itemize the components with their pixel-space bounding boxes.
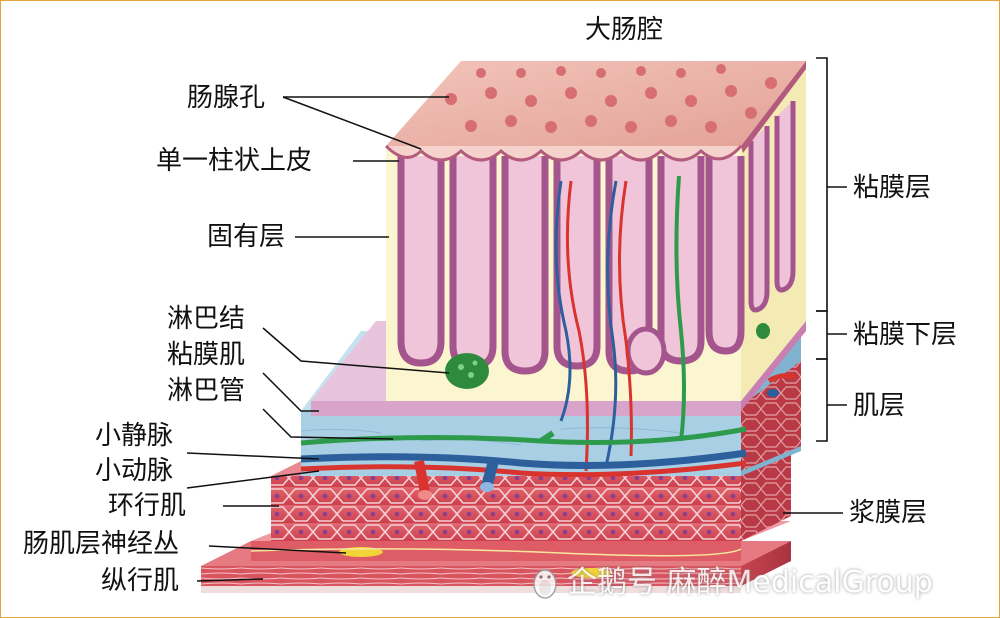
label-muscularis: 肌层 <box>853 391 906 421</box>
leader-muscularis-mucosae <box>262 372 319 412</box>
leader-lymphatic-vessel <box>262 408 394 440</box>
bracket-submucosa <box>816 310 828 360</box>
label-lamina-propria: 固有层 <box>207 222 286 252</box>
label-arteriole: 小动脉 <box>95 456 174 486</box>
label-gland-openings: 肠腺孔 <box>187 83 266 113</box>
label-simple-columnar-epithelium: 单一柱状上皮 <box>156 146 313 176</box>
lymph-node <box>445 353 489 389</box>
label-mucosa: 粘膜层 <box>853 173 932 203</box>
mucosal-surface <box>384 61 806 162</box>
label-submucosa: 粘膜下层 <box>853 320 958 350</box>
leader-lymph-node <box>262 327 450 374</box>
label-lymph-node: 淋巴结 <box>167 304 246 334</box>
label-serosa: 浆膜层 <box>849 498 928 528</box>
leader-venule <box>186 452 320 460</box>
lumen-title: 大肠腔 <box>585 15 664 45</box>
label-longitudinal-muscle: 纵行肌 <box>101 566 180 596</box>
leader-arteriole <box>186 470 320 489</box>
bracket-mucosa <box>816 57 828 312</box>
submucosal-vessels <box>300 373 797 500</box>
layer-brackets <box>783 57 847 514</box>
penguin-icon <box>533 569 557 599</box>
leader-lines-left <box>186 96 450 582</box>
leader-myenteric-plexus <box>208 545 347 554</box>
label-circular-muscle: 环行肌 <box>108 491 187 521</box>
label-myenteric-plexus: 肠肌层神经丛 <box>23 529 180 559</box>
label-lymphatic-vessel: 淋巴管 <box>167 376 246 406</box>
label-muscularis-mucosae: 粘膜肌 <box>167 340 246 370</box>
leader-gland-openings-2 <box>282 96 422 150</box>
leader-longitudinal-muscle <box>196 578 264 582</box>
bracket-muscularis <box>816 358 828 442</box>
label-venule: 小静脉 <box>95 421 174 451</box>
watermark-text: 企鹅号 麻醉MedicalGroup <box>567 565 933 600</box>
mucosa-block <box>386 66 806 472</box>
